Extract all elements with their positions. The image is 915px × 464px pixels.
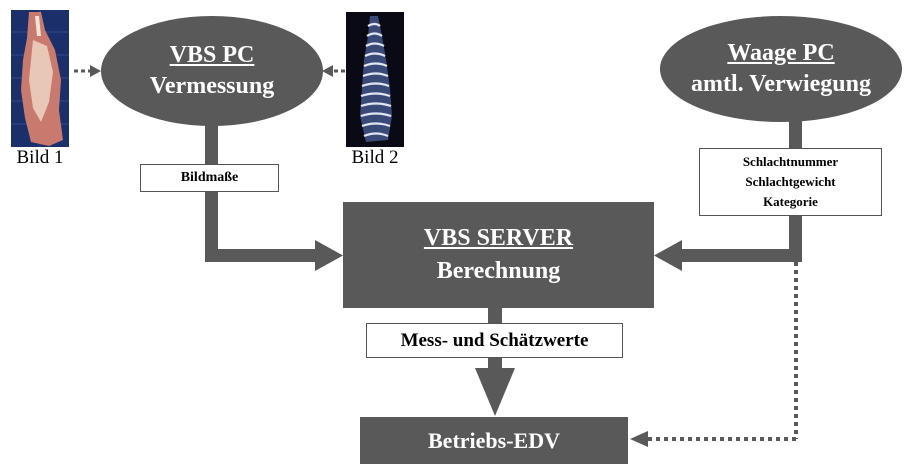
bildmasse-label: Bildmaße [140,164,279,192]
vbs-pc-title: VBS PC [169,42,255,68]
schlachtgewicht-text: Schlachtgewicht [745,174,836,189]
arrow-image1-to-vbs-pc [74,65,101,77]
mess-schaetzwerte-text: Mess- und Schätzwerte [400,329,589,351]
waage-pc-subtitle: amtl. Verwiegung [691,71,871,97]
vbs-server-title: VBS SERVER [423,225,574,251]
bildmasse-text: Bildmaße [180,170,239,185]
vbs-pc-subtitle: Vermessung [149,73,275,99]
image2-caption: Bild 2 [351,147,399,168]
carcass-scan-photo-image2 [346,12,404,147]
kategorie-text: Kategorie [763,194,818,209]
carcass-photo-image1 [11,10,69,147]
schlachtnummer-text: Schlachtnummer [742,154,839,169]
image1-caption: Bild 1 [16,147,64,168]
betriebs-edv-node: Betriebs-EDV [360,417,628,464]
vbs-pc-node: VBS PC Vermessung [101,16,323,126]
arrow-server-to-betriebs-edv [475,308,515,416]
arrow-image2-to-vbs-pc [322,65,345,77]
betriebs-edv-title: Betriebs-EDV [428,427,560,453]
waage-pc-node: Waage PC amtl. Verwiegung [660,16,902,122]
dotted-arrow-waage-pc-to-betriebs-edv [630,262,798,447]
mess-schaetzwerte-label: Mess- und Schätzwerte [366,323,623,358]
arrow-vbs-pc-to-server [205,125,343,271]
waage-data-label: Schlachtnummer Schlachtgewicht Kategorie [699,148,882,216]
arrow-waage-pc-to-server [654,120,802,271]
waage-pc-title: Waage PC [727,40,835,66]
vbs-server-node: VBS SERVER Berechnung [343,202,654,308]
vbs-server-subtitle: Berechnung [436,258,561,284]
